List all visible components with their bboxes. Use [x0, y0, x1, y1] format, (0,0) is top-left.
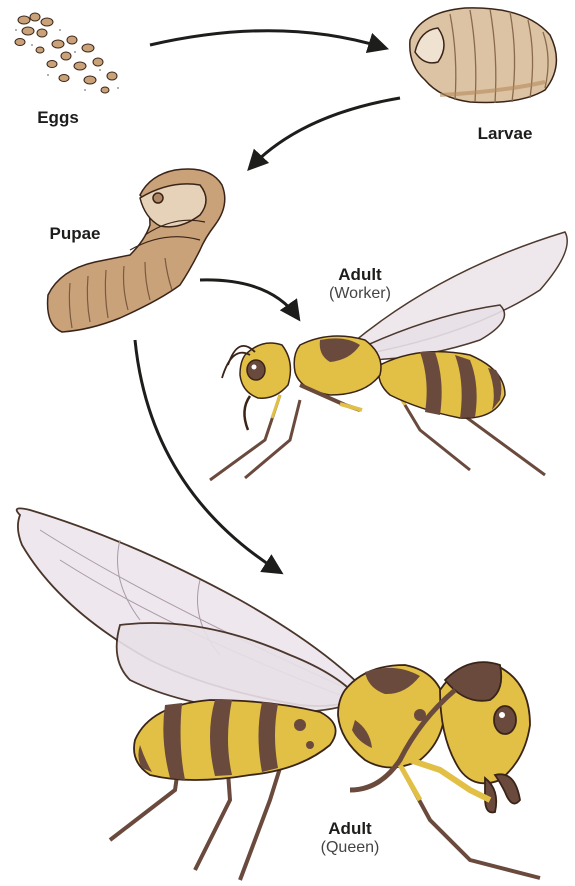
label-pupae: Pupae [40, 224, 110, 244]
label-larvae-title: Larvae [465, 124, 545, 144]
pupa-illustration [48, 169, 225, 332]
arrow-pupae-to-worker [200, 280, 298, 318]
arrow-larvae-to-pupae [250, 98, 400, 168]
label-worker-title: Adult [310, 265, 410, 285]
label-worker: Adult (Worker) [310, 265, 410, 303]
egg-cluster-illustration [15, 13, 117, 93]
larva-illustration [410, 8, 557, 103]
label-eggs: Eggs [28, 108, 88, 128]
label-worker-subtitle: (Worker) [310, 285, 410, 303]
arrow-eggs-to-larvae [150, 31, 385, 48]
label-pupae-title: Pupae [40, 224, 110, 244]
label-queen-title: Adult [300, 819, 400, 839]
queen-wasp-illustration [17, 508, 540, 880]
label-eggs-title: Eggs [28, 108, 88, 128]
label-larvae: Larvae [465, 124, 545, 144]
label-queen: Adult (Queen) [300, 819, 400, 857]
label-queen-subtitle: (Queen) [300, 839, 400, 857]
